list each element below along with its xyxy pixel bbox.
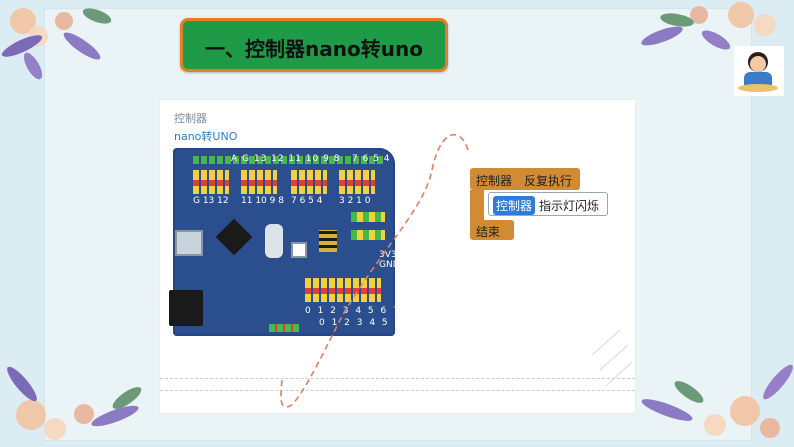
bottom-small-header bbox=[269, 324, 299, 332]
side-header-2 bbox=[351, 230, 385, 240]
panel-divider-top bbox=[160, 378, 635, 379]
side-labels: 3V3 GND bbox=[379, 250, 400, 270]
controller-loop-label: 控制器 bbox=[476, 174, 513, 188]
blink-statement[interactable]: 控制器 指示灯闪烁 bbox=[488, 192, 608, 216]
teacher-illustration bbox=[734, 46, 784, 96]
reset-button bbox=[291, 242, 307, 258]
repeat-label: 反复执行 bbox=[524, 174, 573, 188]
pin-header-top bbox=[193, 156, 389, 166]
mid-pin-labels-2: 11 10 9 8 bbox=[241, 196, 284, 206]
controller-loop-block[interactable]: 控制器 反复执行 bbox=[470, 168, 580, 190]
end-block[interactable]: 结束 bbox=[470, 220, 514, 240]
uno-board[interactable]: A G 13 12 11 10 9 8 7 6 5 4 3 2 1 0 G 13… bbox=[169, 148, 432, 336]
top-pin-labels: A G 13 12 11 10 9 8 7 6 5 4 3 2 1 0 bbox=[231, 154, 433, 164]
inner-controller-chip: 控制器 bbox=[493, 196, 536, 215]
controller-sub-label: nano转UNO bbox=[174, 130, 238, 143]
controller-header-label: 控制器 bbox=[174, 112, 207, 125]
mid-pin-labels-1: G 13 12 bbox=[193, 196, 229, 206]
bottom-pin-labels-2: 0 1 2 3 4 5 bbox=[319, 318, 390, 328]
blink-label: 指示灯闪烁 bbox=[539, 199, 600, 213]
end-label: 结束 bbox=[476, 225, 501, 239]
controller-loop-arm bbox=[470, 190, 484, 222]
page-title: 一、控制器nano转uno bbox=[205, 37, 423, 61]
title-banner: 一、控制器nano转uno bbox=[180, 18, 448, 72]
mid-pin-labels-3: 7 6 5 4 bbox=[291, 196, 323, 206]
icsp-header bbox=[319, 230, 337, 252]
mid-pin-labels-4: 3 2 1 0 bbox=[339, 196, 371, 206]
usb-port bbox=[175, 230, 203, 256]
panel-divider-bottom bbox=[160, 390, 635, 391]
power-jack bbox=[169, 290, 203, 326]
crystal bbox=[265, 224, 283, 258]
side-header-1 bbox=[351, 212, 385, 222]
